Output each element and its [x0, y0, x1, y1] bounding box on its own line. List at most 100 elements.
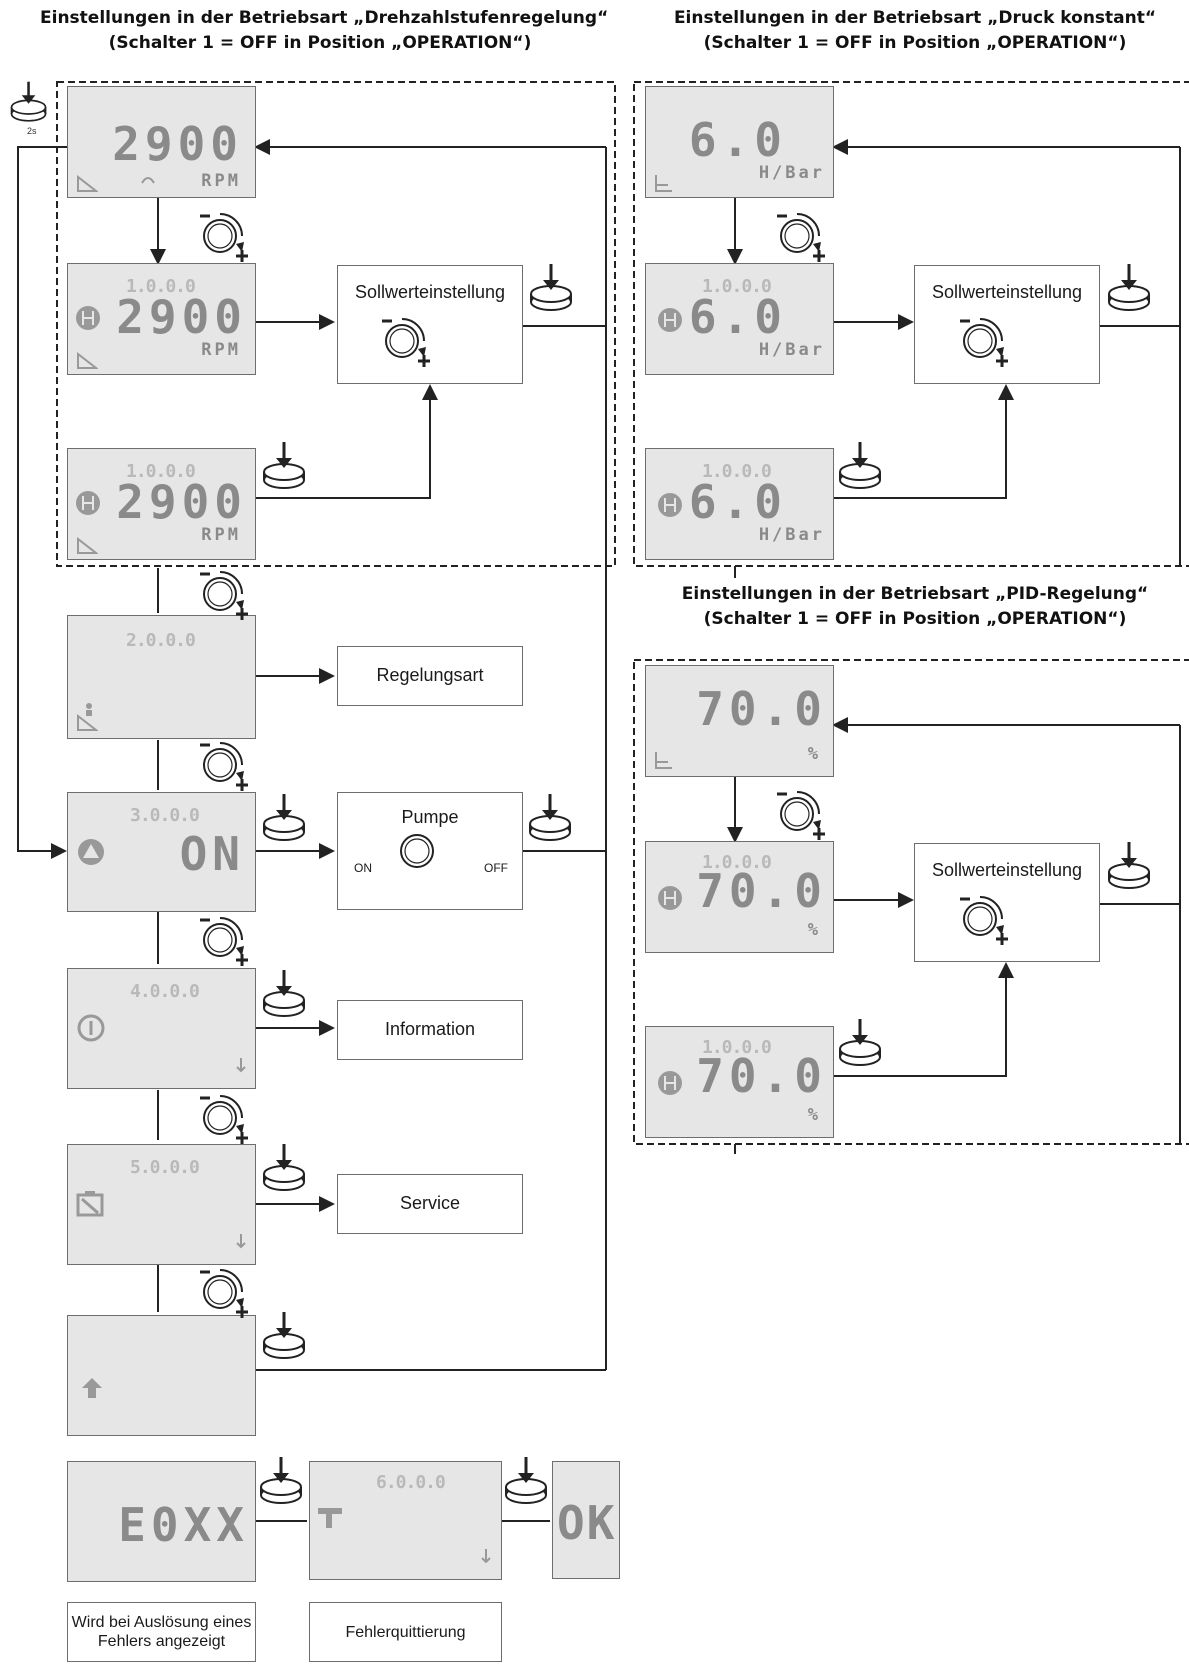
fault-ack-caption: Fehlerquittierung: [309, 1602, 502, 1662]
menu-code: 1.0.0.0: [702, 852, 772, 873]
box-label: Service: [399, 1193, 461, 1213]
display-setpoint-pressure: 1.0.0.0 6.0 H/Bar: [645, 263, 834, 375]
box-label: Sollwerteinstellung: [931, 282, 1083, 302]
display-menu-3: 3.0.0.0 ON: [67, 792, 256, 912]
press-button-icon: [260, 1457, 302, 1504]
press-button-icon: [1108, 264, 1150, 311]
manual-mode-icon: [77, 537, 98, 554]
information-box: Information: [337, 1000, 523, 1060]
press-button-icon: [263, 1312, 305, 1359]
display-value: 70.0: [696, 864, 827, 918]
menu-code: 1.0.0.0: [702, 276, 772, 297]
display-unit: RPM: [201, 171, 241, 191]
display-menu-4: 4.0.0.0: [67, 968, 256, 1089]
subtitle-line: (Schalter 1 = OFF in Position „OPERATION…: [703, 33, 1127, 53]
setpoint-mode-icon: [658, 493, 682, 517]
rotary-knob-icon: [777, 213, 825, 262]
display-value: 6.0: [688, 113, 787, 167]
back-arrow-icon: [82, 1378, 102, 1398]
display-main-pid: 70.0 %: [645, 665, 834, 777]
rotary-knob-icon: [200, 213, 248, 262]
submenu-arrow-icon: [236, 1234, 246, 1249]
display-setpoint-pid: 1.0.0.0 70.0 %: [645, 841, 834, 953]
title-line: Einstellungen in der Betriebsart „Druck …: [673, 8, 1157, 28]
speed-icon: [141, 177, 155, 184]
setpoint-mode-icon: [658, 886, 682, 910]
menu-code: 5.0.0.0: [130, 1157, 200, 1178]
setpoint-box-speed: Sollwerteinstellung: [337, 265, 523, 384]
submenu-arrow-icon: [481, 1549, 491, 1564]
menu-code: 4.0.0.0: [130, 981, 200, 1002]
press-button-icon: [263, 1144, 305, 1191]
display-main-pressure: 6.0 H/Bar: [645, 86, 834, 198]
press-button-icon: [263, 794, 305, 841]
pump-off-label: OFF: [484, 861, 508, 875]
box-label: Sollwerteinstellung: [931, 860, 1083, 880]
display-error: E0XX: [67, 1461, 256, 1582]
press-button-icon: [263, 970, 305, 1017]
setpoint-box-pid: Sollwerteinstellung: [914, 843, 1100, 962]
title-speed-control: Einstellungen in der Betriebsart „Drehza…: [40, 6, 609, 56]
menu-code: 6.0.0.0: [376, 1472, 446, 1493]
rotary-knob-icon: [200, 1269, 248, 1318]
menu-code: 2.0.0.0: [126, 630, 196, 651]
pressure-mode-icon: [655, 175, 672, 192]
display-value: 2900: [116, 475, 247, 529]
display-setpoint-confirm-pressure: 1.0.0.0 6.0 H/Bar: [645, 448, 834, 560]
press-button-icon: [263, 442, 305, 489]
press-button-icon: [10, 81, 47, 122]
box-label: Sollwerteinstellung: [354, 282, 506, 302]
service-box: Service: [337, 1174, 523, 1234]
display-unit: H/Bar: [758, 163, 825, 183]
menu-code: 1.0.0.0: [702, 1037, 772, 1058]
display-value: 2900: [116, 290, 247, 344]
display-unit: RPM: [201, 340, 241, 360]
box-label: Pumpe: [401, 807, 459, 827]
press-button-icon: [839, 1019, 881, 1066]
press-button-icon: [530, 264, 572, 311]
title-pid-control: Einstellungen in der Betriebsart „PID-Re…: [650, 582, 1180, 632]
setpoint-box-pressure: Sollwerteinstellung: [914, 265, 1100, 384]
manual-mode-icon: [77, 175, 98, 192]
setpoint-mode-icon: [76, 306, 100, 330]
title-line: Einstellungen in der Betriebsart „Drehza…: [40, 8, 609, 28]
rotary-knob-icon: [777, 791, 825, 840]
rotary-knob-icon: [382, 318, 430, 367]
pump-icon: [78, 839, 104, 865]
press-button-icon: [529, 794, 571, 841]
display-value: 70.0: [696, 1049, 827, 1103]
manual-mode-icon: [77, 352, 98, 369]
menu-code: 3.0.0.0: [130, 805, 200, 826]
display-unit: %: [807, 1105, 821, 1125]
display-value: 70.0: [696, 682, 827, 736]
display-unit: H/Bar: [758, 340, 825, 360]
title-line: Einstellungen in der Betriebsart „PID-Re…: [681, 584, 1149, 604]
display-value: ON: [179, 827, 245, 881]
display-ok: OK: [552, 1461, 620, 1579]
pid-mode-icon: [655, 752, 672, 769]
display-setpoint-speed: 1.0.0.0 2900 RPM: [67, 263, 256, 375]
display-value: 2900: [112, 117, 243, 171]
display-value: 6.0: [688, 475, 787, 529]
pump-on-label: ON: [354, 861, 372, 875]
display-unit: %: [807, 920, 821, 940]
setpoint-mode-icon: [658, 308, 682, 332]
display-back: [67, 1315, 256, 1436]
control-mode-icon: [77, 703, 98, 731]
display-setpoint-confirm-speed: 1.0.0.0 2900 RPM: [67, 448, 256, 560]
setpoint-mode-icon: [76, 491, 100, 515]
menu-code: 1.0.0.0: [702, 461, 772, 482]
display-unit: RPM: [201, 525, 241, 545]
rotary-knob-icon: [200, 742, 248, 791]
display-value: OK: [557, 1496, 617, 1550]
rotary-knob-icon: [400, 834, 434, 868]
box-label: Information: [384, 1019, 476, 1039]
service-icon: [76, 1191, 104, 1217]
subtitle-line: (Schalter 1 = OFF in Position „OPERATION…: [703, 609, 1127, 629]
display-unit: %: [807, 744, 821, 764]
display-menu-2: 2.0.0.0: [67, 615, 256, 739]
subtitle-line: (Schalter 1 = OFF in Position „OPERATION…: [108, 33, 532, 53]
display-main-speed: 2900 RPM: [67, 86, 256, 198]
